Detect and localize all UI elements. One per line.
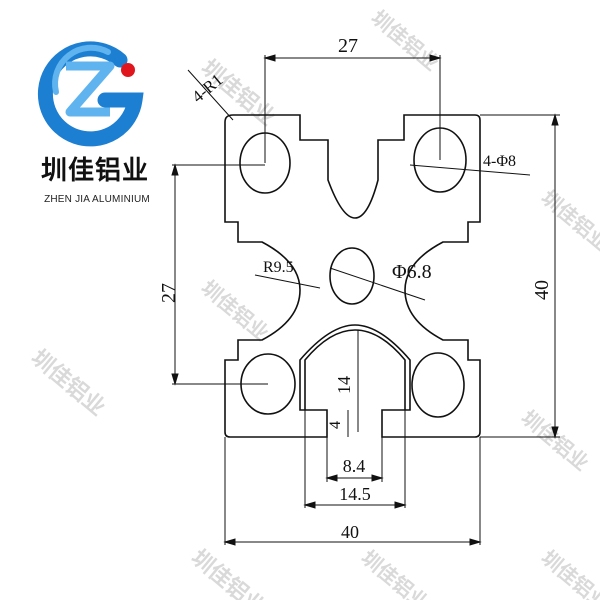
brand-name-en: ZHEN JIA ALUMINIUM: [44, 194, 150, 205]
watermark-text: 圳佳铝业: [357, 545, 434, 600]
dim-hole-dia: 4-Φ8: [483, 153, 516, 170]
dim-slot-opening: 8.4: [343, 456, 366, 476]
dimension-lines: [171, 54, 560, 546]
dim-slot-lip: 4: [327, 421, 344, 429]
dim-bottom-width: 40: [341, 522, 359, 542]
watermark-text: 圳佳铝业: [537, 185, 600, 255]
watermarks: 圳佳铝业 圳佳铝业 圳佳铝业 圳佳铝业 圳佳铝业 圳佳铝业 圳佳铝业 圳佳铝业 …: [26, 5, 600, 600]
dim-center-dia: Φ6.8: [392, 261, 432, 283]
watermark-text: 圳佳铝业: [197, 275, 274, 345]
dim-top-width: 27: [338, 35, 358, 57]
dim-inner-radius: R9.5: [263, 259, 294, 276]
watermark-text: 圳佳铝业: [537, 545, 600, 600]
watermark-text: 圳佳铝业: [186, 545, 270, 600]
brand-name-cn: 圳佳铝业: [40, 156, 149, 186]
watermark-text: 圳佳铝业: [26, 345, 110, 421]
dim-slot-width: 14.5: [339, 484, 371, 504]
dim-slot-depth: 14: [334, 376, 354, 394]
dim-right-height: 40: [531, 280, 553, 300]
watermark-text: 圳佳铝业: [367, 5, 444, 75]
dim-left-height: 27: [158, 283, 180, 303]
